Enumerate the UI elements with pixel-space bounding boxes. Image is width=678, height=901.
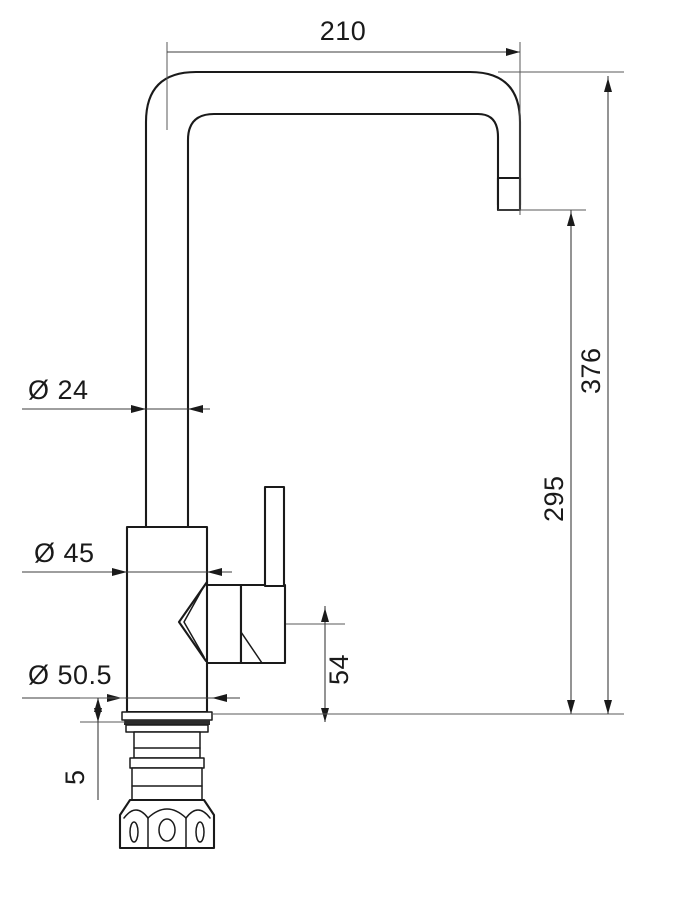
shank-collar [129, 757, 205, 769]
arrow-376-top [604, 78, 612, 92]
dimension-tube-diameter: Ø 24 [22, 375, 210, 413]
arrow-210-right [506, 48, 520, 56]
dimension-spout-reach: 210 [166, 16, 521, 215]
mounting-nut-arch-left [123, 809, 149, 819]
arrow-295-bottom [567, 700, 575, 714]
dim-label-210: 210 [320, 16, 367, 46]
dim-label-d45: Ø 45 [34, 538, 95, 568]
flange-ring-top [121, 711, 213, 721]
flange-ring-bottom [125, 724, 209, 733]
handle-boss [239, 583, 287, 665]
handle-lever [263, 485, 286, 588]
dim-label-5: 5 [60, 769, 90, 785]
dim-label-295: 295 [539, 475, 569, 522]
spout-aerator [496, 176, 522, 212]
dim-label-d505: Ø 50.5 [28, 660, 112, 690]
arrow-d24-right [188, 405, 203, 413]
arrow-5-bottom [94, 708, 102, 722]
dimension-body-diameter: Ø 45 [22, 538, 232, 576]
arrow-376-bottom [604, 700, 612, 714]
arrow-d24-left [131, 405, 146, 413]
dimension-base-height: 5 [60, 697, 125, 800]
dim-label-376: 376 [576, 347, 606, 394]
dim-label-d24: Ø 24 [28, 375, 89, 405]
arrow-d45-left [112, 568, 127, 576]
mounting-nut-slot-right [195, 821, 205, 843]
body-chevron-lower [183, 585, 205, 658]
arrow-295-top [567, 212, 575, 226]
body-chevron-upper [177, 580, 209, 663]
handle-boss-taper [240, 631, 263, 664]
handle-neck-outer [205, 583, 243, 665]
shank-upper [133, 731, 201, 759]
arrow-d505-right [212, 694, 227, 702]
flange-ring-dark [124, 720, 210, 725]
mounting-nut-slot-center [158, 818, 176, 842]
arrow-54-top [321, 608, 329, 622]
spout-inner-profile [186, 112, 500, 529]
dim-label-54: 54 [324, 654, 354, 685]
dimension-overall-height: 376 [212, 71, 624, 715]
mounting-nut-slot-left [129, 821, 139, 843]
arrow-d45-right [207, 568, 222, 576]
mounting-nut-arch-center [147, 808, 187, 819]
shank-lower [131, 767, 203, 801]
faucet-part-geometry [118, 70, 522, 850]
dimension-handle-height: 54 [286, 606, 354, 722]
spout-outer-profile [144, 70, 522, 532]
arrow-54-bottom [321, 708, 329, 722]
body-cylinder [125, 525, 209, 714]
mounting-nut-arch-right [185, 809, 211, 819]
dimension-spout-outlet-height: 295 [498, 209, 586, 714]
